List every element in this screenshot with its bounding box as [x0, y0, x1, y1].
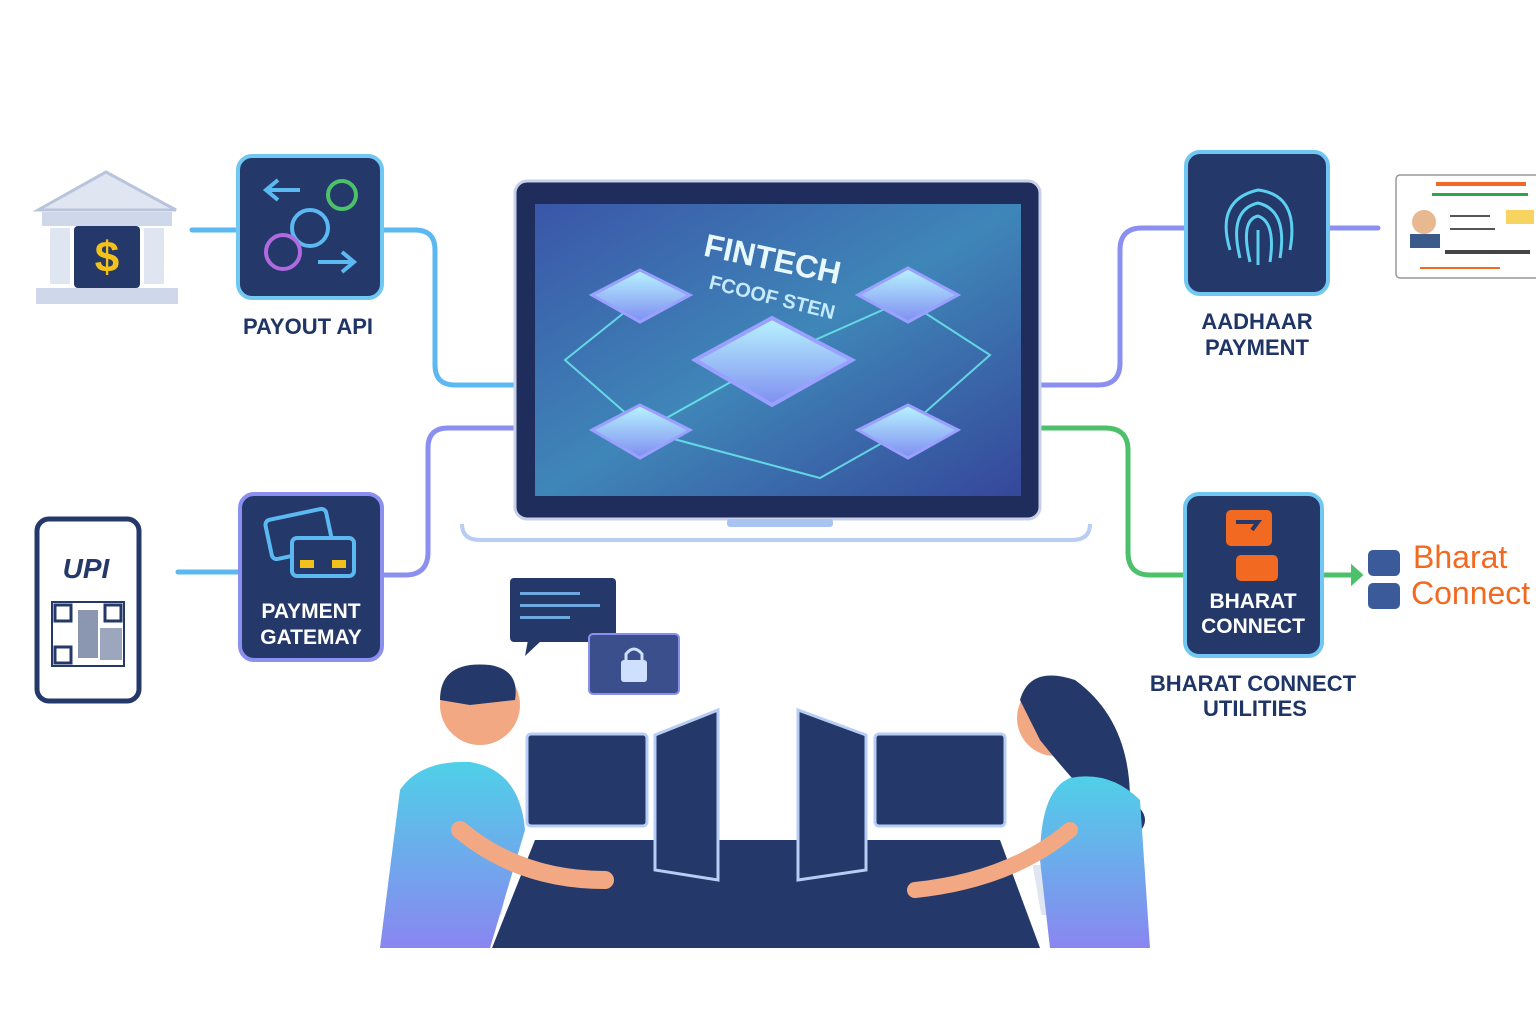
- connectors: [175, 225, 1381, 587]
- bharat-logo-line1: Bharat: [1413, 539, 1507, 575]
- aadhaar-card: [1395, 174, 1536, 279]
- chip-icon: [588, 266, 962, 460]
- money-transfer-icon: [262, 178, 358, 274]
- bharat-label-line2: UTILITIES: [1203, 696, 1307, 721]
- upi-phone: UPI: [34, 516, 142, 704]
- credit-card-icon: [263, 506, 356, 578]
- central-laptop: FINTECH FCOOF STEN: [460, 179, 1092, 542]
- lock-bubble: [588, 633, 680, 695]
- dollar-symbol: $: [95, 233, 119, 282]
- lock-icon: [621, 660, 647, 682]
- qr-code-icon: [51, 601, 125, 667]
- monitor: [525, 732, 649, 828]
- bharat-tile-line2: CONNECT: [1201, 615, 1305, 638]
- payout-api-tile[interactable]: [236, 154, 384, 300]
- payment-gateway-label-line1: PAYMENT: [261, 600, 360, 623]
- bharat-label-line1: BHARAT CONNECT: [1150, 671, 1357, 696]
- payment-gateway-tile[interactable]: PAYMENT GATEMAY: [238, 492, 384, 662]
- bharat-logo-line2: Connect: [1411, 575, 1530, 611]
- fingerprint-icon: [1224, 188, 1294, 265]
- bharat-connect-tile[interactable]: BHARAT CONNECT: [1183, 492, 1324, 658]
- bharat-tile-line1: BHARAT: [1209, 590, 1296, 613]
- payment-gateway-label-line2: GATEMAY: [260, 626, 362, 649]
- upi-logo: UPI: [63, 553, 111, 584]
- bank-icon: $: [32, 170, 178, 304]
- chat-bubble-code: [510, 578, 616, 656]
- aadhaar-label-line1: AADHAAR: [1201, 309, 1312, 334]
- payout-api-label: PAYOUT API: [243, 314, 373, 339]
- aadhaar-label-line2: PAYMENT: [1205, 335, 1309, 360]
- bharat-connect-logo-icon: [1226, 510, 1278, 581]
- aadhaar-payment-tile[interactable]: [1184, 150, 1330, 296]
- bharat-connect-brand: Bharat Connect: [1368, 539, 1530, 611]
- developers-scene: [380, 664, 1150, 948]
